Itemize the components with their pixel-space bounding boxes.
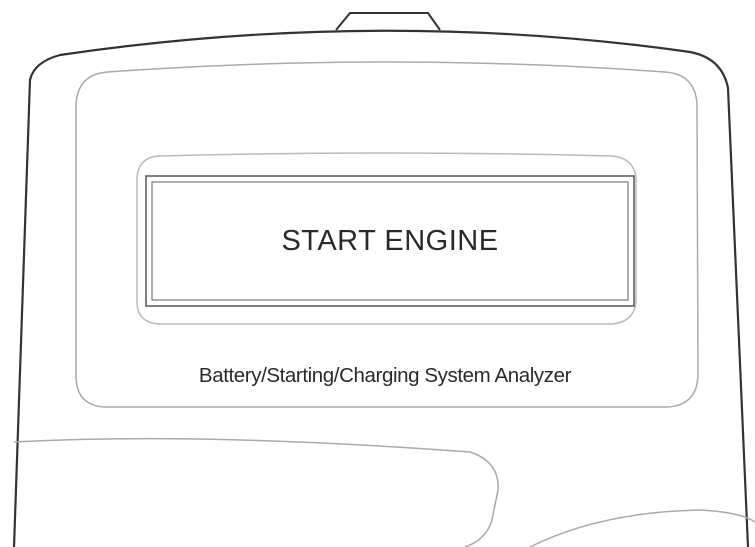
housing-outline	[12, 29, 750, 547]
lcd-display-message: START ENGINE	[281, 224, 499, 257]
top-tab	[335, 12, 441, 31]
keypad-contour-left	[13, 437, 499, 547]
keypad-contour-right	[529, 509, 755, 547]
device-caption: Battery/Starting/Charging System Analyze…	[198, 364, 572, 387]
display-bezel	[75, 61, 699, 408]
lcd-frame-inner	[151, 181, 629, 301]
lcd-frame-outer	[145, 175, 635, 307]
lcd-surround	[136, 152, 637, 325]
